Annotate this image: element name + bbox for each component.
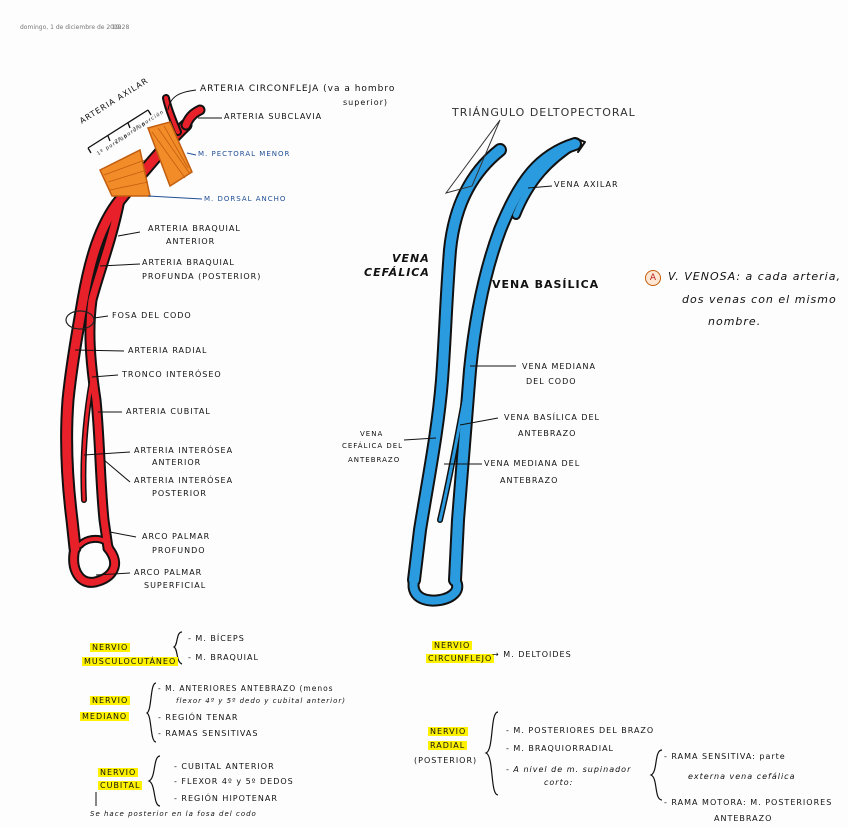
note-time: 19:28: [112, 24, 130, 31]
axilar-bracket: [87, 109, 152, 154]
nervio-circunflejo-label-2: CIRCUNFLEJO: [426, 654, 495, 663]
label-interosea-anterior: ARTERIA INTERÓSEA: [134, 446, 234, 455]
note-line-3: nombre.: [708, 315, 762, 328]
circunflejo-item-1: → M. DELTOIDES: [492, 650, 572, 659]
mediano-item-1: - M. ANTERIORES ANTEBRAZO (menos: [158, 684, 334, 693]
cubital-item-3: - REGIÓN HIPOTENAR: [174, 794, 278, 803]
musculo-item-1: - M. BÍCEPS: [188, 634, 245, 643]
label-interosea-anterior-2: ANTERIOR: [152, 458, 202, 467]
label-arco-profundo: ARCO PALMAR: [142, 532, 211, 541]
nervio-musculo-label: NERVIO: [90, 643, 131, 652]
label-mediana-antebrazo: VENA MEDIANA DEL: [484, 459, 581, 468]
vein-leaders: [403, 185, 553, 465]
nervio-cubital-label: NERVIO: [98, 768, 139, 777]
label-interosea-posterior-2: POSTERIOR: [152, 489, 207, 498]
muscle-pectoral-menor: [147, 121, 193, 188]
label-arteria-cubital: ARTERIA CUBITAL: [126, 407, 211, 416]
label-cefalica-antebrazo-3: ANTEBRAZO: [348, 456, 401, 464]
label-mediana-codo: VENA MEDIANA: [522, 362, 596, 371]
label-mediana-codo-2: DEL CODO: [526, 377, 577, 386]
label-basilica-antebrazo-2: ANTEBRAZO: [518, 429, 577, 438]
label-pectoral-menor: M. PECTORAL MENOR: [198, 150, 291, 158]
triangulo-deltopectoral: [444, 119, 501, 194]
label-interosea-posterior: ARTERIA INTERÓSEA: [134, 476, 234, 485]
label-braquial-profunda-2: PROFUNDA (POSTERIOR): [142, 272, 262, 281]
label-arco-profundo-2: PROFUNDO: [152, 546, 206, 555]
nervio-musculo-label-2: MUSCULOCUTÁNEO: [82, 657, 179, 666]
nervio-circunflejo-label: NERVIO: [432, 641, 473, 650]
mediano-item-2: flexor 4º y 5º dedo y cubital anterior): [176, 697, 347, 705]
musculo-item-2: - M. BRAQUIAL: [188, 653, 259, 662]
nervio-mediano-label: NERVIO: [90, 696, 131, 705]
cubital-item-1: - CUBITAL ANTERIOR: [174, 762, 275, 771]
muscle-dorsal-ancho: [99, 148, 151, 197]
alert-icon: A: [645, 270, 661, 286]
label-circunfleja-2: superior): [343, 98, 389, 107]
note-line-1: V. VENOSA: a cada arteria,: [668, 270, 841, 283]
nerve-braces: [145, 631, 663, 807]
nervio-cubital-label-2: CUBITAL: [98, 781, 143, 790]
cubital-item-2: - FLEXOR 4º y 5º DEDOS: [174, 777, 294, 786]
label-dorsal-ancho: M. DORSAL ANCHO: [204, 195, 287, 203]
label-arco-superficial-2: SUPERFICIAL: [144, 581, 207, 590]
label-subclavia: ARTERIA SUBCLAVIA: [224, 112, 323, 121]
label-vena-basilica: VENA BASÍLICA: [492, 278, 600, 291]
radial-item-2: - M. BRAQUIORRADIAL: [506, 744, 614, 753]
label-fosa-codo: FOSA DEL CODO: [112, 311, 192, 320]
label-vena-cefalica-2: CEFÁLICA: [364, 266, 430, 279]
label-braquial-anterior: ARTERIA BRAQUIAL: [148, 224, 241, 233]
radial-item-3: - A nivel de m. supinador: [506, 765, 632, 774]
vein-tree: [407, 137, 586, 607]
label-braquial-profunda: ARTERIA BRAQUIAL: [142, 258, 235, 267]
label-arco-superficial: ARCO PALMAR: [134, 568, 203, 577]
nervio-radial-label-3: (POSTERIOR): [414, 756, 478, 765]
label-triangulo: TRIÁNGULO DELTOPECTORAL: [452, 106, 636, 119]
label-basilica-antebrazo: VENA BASÍLICA DEL: [504, 413, 601, 422]
radial-item-4: corto:: [544, 778, 574, 787]
mediano-item-3: - REGIÓN TENAR: [158, 713, 239, 722]
label-vena-axilar: VENA AXILAR: [554, 180, 619, 189]
radial-sub-2: externa vena cefálica: [688, 772, 796, 781]
label-mediana-antebrazo-2: ANTEBRAZO: [500, 476, 559, 485]
fosa-del-codo-marker: [65, 310, 95, 330]
label-tronco-interoseo: TRONCO INTERÓSEO: [122, 370, 222, 379]
radial-item-1: - M. POSTERIORES DEL BRAZO: [506, 726, 655, 735]
radial-sub-1: - RAMA SENSITIVA: parte: [664, 752, 786, 761]
nervio-mediano-label-2: MEDIANO: [80, 712, 130, 721]
label-cefalica-antebrazo: VENA: [360, 430, 384, 438]
cubital-footer: Se hace posterior en la fosa del codo: [90, 810, 257, 818]
label-circunfleja: ARTERIA CIRCONFLEJA (va a hombro: [200, 84, 396, 94]
label-arteria-radial: ARTERIA RADIAL: [128, 346, 208, 355]
nervio-radial-label-2: RADIAL: [428, 741, 468, 750]
radial-sub-4: ANTEBRAZO: [714, 814, 773, 823]
label-cefalica-antebrazo-2: CEFÁLICA DEL: [342, 442, 404, 450]
label-vena-cefalica: VENA: [392, 252, 430, 265]
artery-leaders: [74, 89, 222, 576]
label-braquial-anterior-2: ANTERIOR: [166, 237, 216, 246]
note-date: domingo, 1 de diciembre de 2019: [20, 24, 122, 31]
nervio-radial-label: NERVIO: [428, 727, 469, 736]
mediano-item-4: - RAMAS SENSITIVAS: [158, 729, 259, 738]
radial-sub-3: - RAMA MOTORA: M. POSTERIORES: [664, 798, 833, 807]
note-line-2: dos venas con el mismo: [682, 293, 837, 306]
